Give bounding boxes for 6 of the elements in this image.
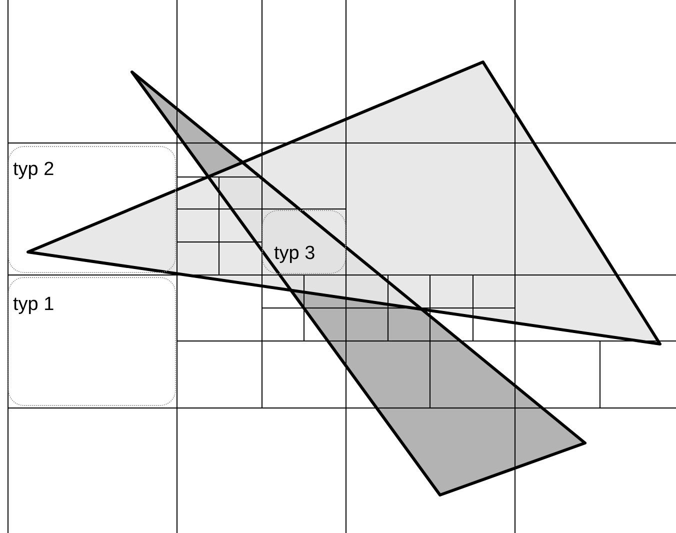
region-label: typ 3 bbox=[274, 243, 316, 265]
region-label: typ 1 bbox=[13, 294, 54, 316]
region-outline bbox=[8, 146, 176, 273]
region-label: typ 2 bbox=[13, 159, 54, 181]
region-outline bbox=[262, 210, 346, 274]
region-outline bbox=[8, 277, 176, 406]
